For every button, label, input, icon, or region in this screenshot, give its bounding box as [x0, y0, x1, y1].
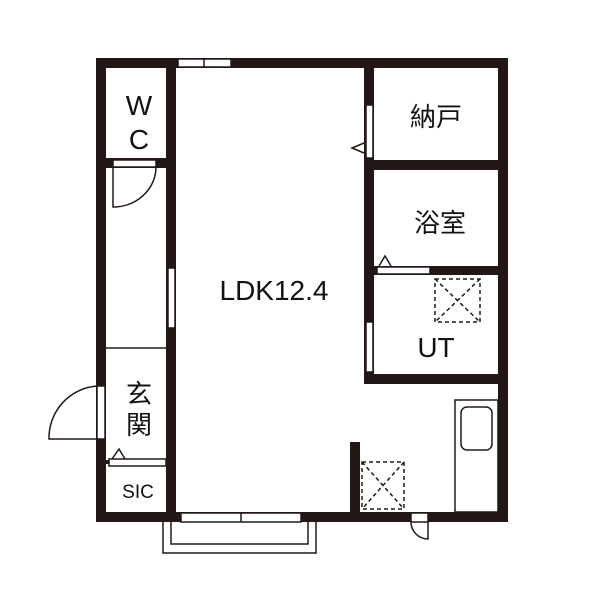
sic-label: SIC — [122, 482, 154, 503]
storage-label: 納戸 — [410, 103, 462, 133]
utility-label: UT — [417, 332, 454, 363]
wc-door — [112, 159, 157, 208]
hall-sliding-door — [167, 267, 176, 329]
sic-door — [108, 447, 167, 467]
bathroom-door — [376, 254, 431, 275]
kitchen-sink — [454, 399, 499, 513]
top-window — [177, 58, 232, 68]
windows — [167, 58, 302, 523]
balcony — [162, 522, 317, 554]
wc-label-w: W — [126, 90, 153, 121]
outer-walls — [96, 58, 508, 522]
doors — [48, 104, 431, 540]
storage-sliding-door — [350, 104, 374, 159]
refrigerator-space — [361, 461, 405, 510]
utility-sliding-door — [365, 321, 374, 373]
bathroom-label: 浴室 — [414, 209, 466, 239]
bottom-service-door — [410, 512, 429, 540]
washer-space — [434, 278, 481, 323]
entrance-door — [48, 385, 106, 440]
room-labels: W C LDK12.4 納戸 浴室 UT 玄 関 SIC — [122, 90, 466, 503]
wc-label-c: C — [129, 124, 149, 155]
bottom-window — [180, 512, 302, 523]
ldk-label: LDK12.4 — [220, 275, 329, 306]
entrance-label-2: 関 — [126, 411, 152, 441]
entrance-label-1: 玄 — [126, 380, 152, 410]
